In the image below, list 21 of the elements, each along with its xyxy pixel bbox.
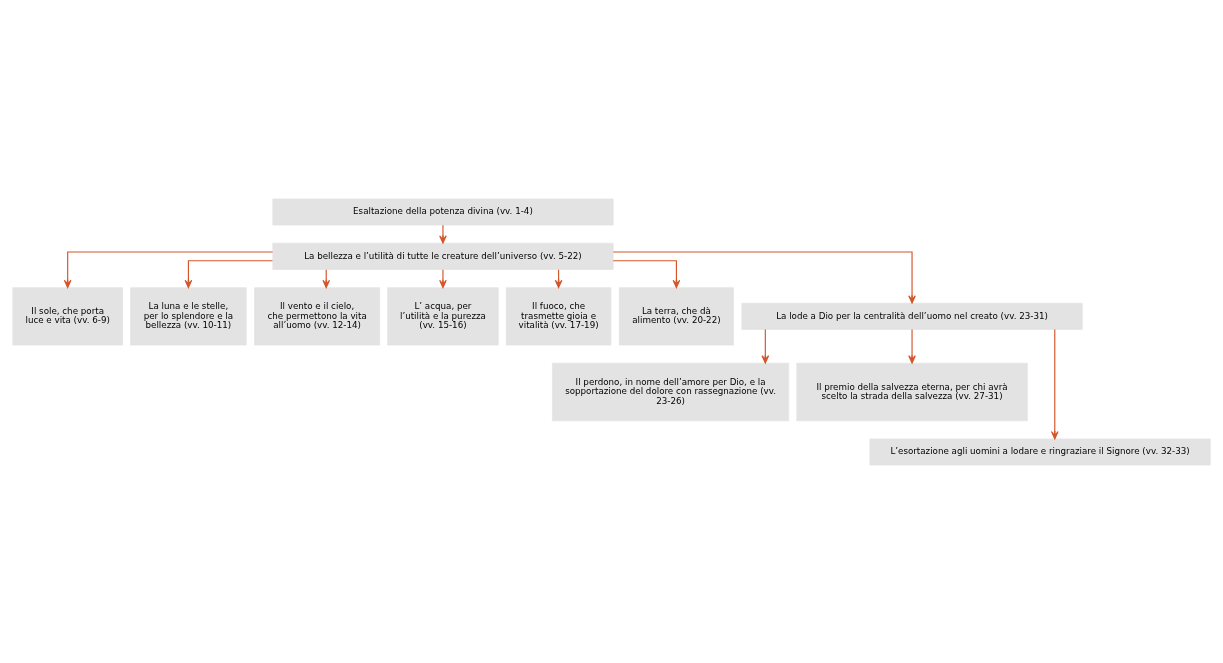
node-box: La bellezza e l’utilità di tutte le creature dell’universo (vv. 5-22) — [272, 242, 614, 270]
node-box: Il vento e il cielo, che permettono la vita all’uomo (vv. 12-14) — [254, 286, 381, 345]
node-box: La lode a Dio per la centralità dell’uomo nel creato (vv. 23-31) — [741, 302, 1083, 330]
node-box: Il perdono, in nome dell’amore per Dio, e la sopportazione del dolore con rassegnazione (vv. 23-26) — [552, 362, 790, 421]
node-box: Il sole, che porta luce e vita (vv. 6-9) — [12, 286, 123, 345]
arrow — [761, 328, 770, 364]
node-box: La luna e le stelle, per lo splendore e la bellezza (vv. 10-11) — [130, 286, 247, 345]
node-box: Esaltazione della potenza divina (vv. 1-4) — [272, 198, 614, 225]
node-box: Il premio della salvezza eterna, per chi avrà scelto la strada della salvezza (vv. 27-31) — [796, 362, 1028, 421]
arrow — [612, 250, 916, 304]
arrow — [1050, 328, 1059, 439]
node-box: L’ acqua, per l’utilità e la purezza (vv. 15-16) — [387, 286, 499, 345]
node-box: Il fuoco, che trasmette gioia e vitalità (vv. 17-19) — [505, 286, 612, 345]
arrow — [612, 259, 681, 288]
arrow — [908, 328, 916, 364]
node-box: L’esortazione agli uomini a lodare e ringraziare il Signore (vv. 32-33) — [869, 438, 1211, 465]
arrow — [63, 250, 274, 288]
arrow — [184, 259, 274, 288]
arrow — [439, 268, 447, 288]
arrow — [439, 224, 447, 244]
node-box: La terra, che dà alimento (vv. 20-22) — [618, 286, 734, 345]
